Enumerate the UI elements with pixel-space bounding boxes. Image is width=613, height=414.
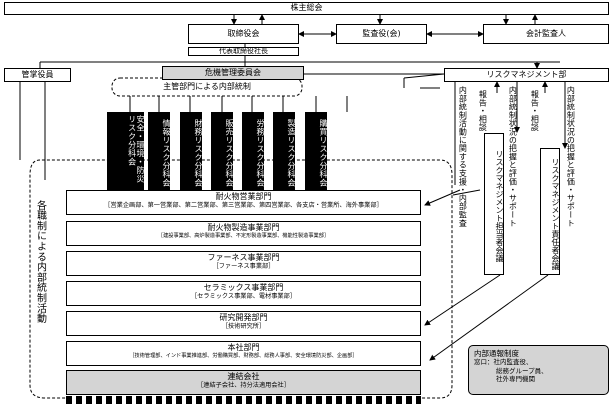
auditors-box: 監査役(会): [336, 24, 427, 44]
division-sub: ［連結子会社、持分法適用会社］: [197, 382, 290, 389]
internal-control-label: 主管部門による内部統制: [163, 81, 251, 91]
division-name: ファーネス事業部門: [207, 253, 280, 262]
division-rnd: 研究開発部門 ［技術研究所］: [66, 311, 421, 336]
audit-support-label: 内部統制活動に関する支援・内部監査: [458, 86, 468, 228]
subcommittee-label: 販売リスク分科会: [225, 118, 234, 187]
risk-management-dept-box: リスクマネジメント部: [444, 68, 609, 82]
division-name: 本社部門: [227, 343, 260, 352]
president-box: 代表取締役社長: [188, 47, 299, 56]
subcommittee-sales: 販売リスク分科会: [211, 112, 234, 190]
crisis-committee-box: 危機管理委員会: [162, 66, 304, 80]
division-name: セラミックス事業部門: [203, 283, 284, 292]
report-consult-label-2: 報告・相談: [530, 90, 540, 132]
officers-box: 管掌役員: [4, 68, 71, 82]
division-sub: ［建設事業部、高炉製造事業部、不定形製造事業部、機能性製造事業部］: [157, 233, 330, 239]
division-consolidated: 連結会社 ［連結子会社、持分法適用会社］: [66, 370, 421, 395]
risk-manager-meeting-box: リスクマネジメント責任者会議: [540, 148, 560, 275]
president-label: 代表取締役社長: [219, 46, 268, 55]
division-sub: ［技術研究所］: [221, 323, 266, 330]
division-name: 耐火物製造事業部門: [207, 223, 280, 232]
accounting-auditor-label: 会計監査人: [526, 28, 566, 38]
subcommittee-safety: 安全・環境・防災リスク分科会: [107, 112, 145, 190]
division-furnace: ファーネス事業部門 ［ファーネス事業部］: [66, 251, 421, 276]
division-sub: ［ファーネス事業部］: [212, 263, 275, 270]
subcommittee-finance: 財務リスク分科会: [180, 112, 203, 190]
subcommittee-label: 購買リスク分科会: [319, 118, 328, 187]
left-control-label: 各職制による内部統制活動: [34, 200, 46, 324]
division-sub: ［技術管理部、インド事業推進部、労働購買部、財務部、総務人事部、安全環境防災部、…: [129, 353, 358, 359]
note-line: 総務グループ員、: [496, 366, 548, 375]
division-headquarters: 本社部門 ［技術管理部、インド事業推進部、労働購買部、財務部、総務人事部、安全環…: [66, 341, 421, 366]
note-line: 窓口：社内監査役、: [474, 358, 533, 367]
subcommittee-label: 労務リスク分科会: [256, 118, 265, 187]
risk-officer-meeting-label: リスクマネジメント担当者会議: [495, 150, 504, 262]
auditors-label: 監査役(会): [362, 28, 401, 38]
subcommittee-label: 安全・環境・防災リスク分科会: [127, 115, 145, 183]
subcommittee-labor: 労務リスク分科会: [242, 112, 265, 190]
subcommittee-label: 製造リスク分科会: [287, 118, 296, 187]
board-of-directors: 取締役会: [188, 24, 299, 44]
shareholders-meeting: 株主総会: [4, 2, 609, 15]
division-name: 連結会社: [227, 372, 260, 381]
subcommittee-purchasing: 購買リスク分科会: [305, 112, 328, 190]
whistleblower-note: 内部通報制度 窓口：社内監査役、 総務グループ員、 社外専門機関: [468, 345, 609, 395]
officers-label: 管掌役員: [21, 69, 54, 79]
subcommittee-manufacturing: 製造リスク分科会: [273, 112, 296, 190]
shareholders-label: 株主総会: [290, 3, 323, 13]
subcommittee-information: 情報リスク分科会: [148, 112, 171, 190]
support-label-1: 内部統制状況の把握と評価・サポート: [508, 86, 518, 228]
division-refractory-manufacturing: 耐火物製造事業部門 ［建設事業部、高炉製造事業部、不定形製造事業部、機能性製造事…: [66, 221, 421, 246]
risk-officer-meeting-box: リスクマネジメント担当者会議: [484, 133, 504, 275]
division-sub: ［営業企画部、第一営業部、第二営業部、第三営業部、第四営業部、各支店・営業所、海…: [104, 202, 383, 209]
accounting-auditor-box: 会計監査人: [483, 24, 609, 44]
report-consult-label-1: 報告・相談: [478, 90, 488, 132]
division-ceramics: セラミックス事業部門 ［セラミックス事業部、電材事業部］: [66, 281, 421, 306]
bottom-hatch: [66, 396, 421, 404]
division-name: 耐火物営業部門: [215, 192, 272, 201]
crisis-committee-label: 危機管理委員会: [205, 67, 261, 77]
risk-manager-meeting-label: リスクマネジメント責任者会議: [551, 157, 560, 270]
division-sub: ［セラミックス事業部、電材事業部］: [190, 293, 296, 300]
subcommittee-label: 財務リスク分科会: [194, 118, 203, 187]
note-title: 内部通報制度: [474, 349, 519, 358]
risk-dept-label: リスクマネジメント部: [486, 69, 567, 79]
internal-control-box: 主管部門による内部統制: [114, 79, 300, 95]
division-refractory-sales: 耐火物営業部門 ［営業企画部、第一営業部、第二営業部、第三営業部、第四営業部、各…: [66, 190, 421, 215]
support-label-2: 内部統制状況の把握と評価・サポート: [566, 86, 576, 228]
note-line: 社外専門機関: [496, 374, 535, 383]
subcommittee-label: 情報リスク分科会: [162, 118, 171, 187]
division-name: 研究開発部門: [219, 313, 268, 322]
board-label: 取締役会: [227, 28, 260, 38]
